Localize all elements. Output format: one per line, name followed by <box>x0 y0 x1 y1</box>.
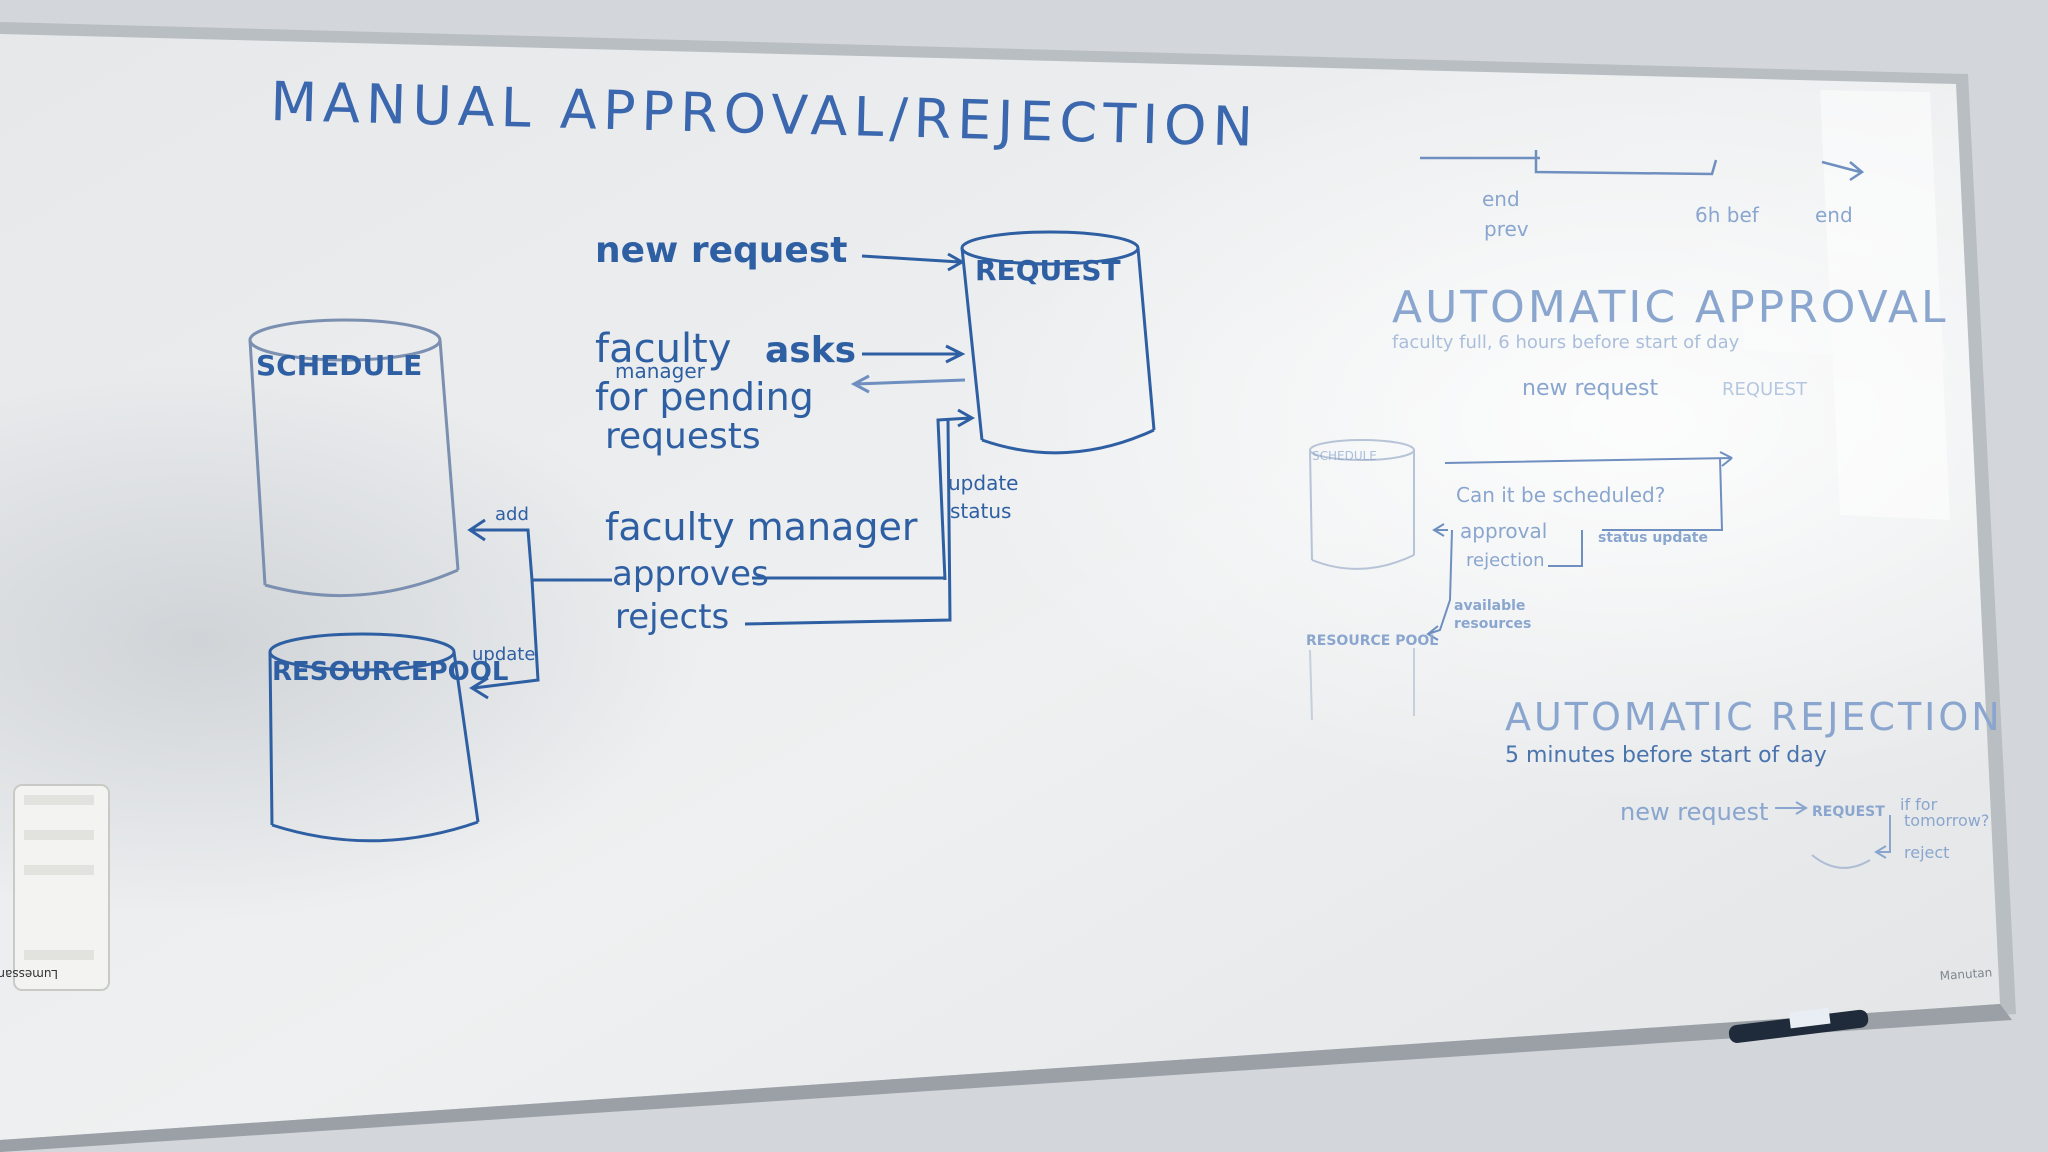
auto-approval-approval: approval <box>1460 519 1547 543</box>
marker <box>1728 1007 1869 1043</box>
end-label: end <box>1815 203 1853 227</box>
auto-approval-resourcepool-db <box>1309 648 1415 721</box>
board-brand: Manutan <box>1939 965 1992 983</box>
rejects-label: rejects <box>615 597 729 637</box>
can-it-be-scheduled: Can it be scheduled? <box>1456 483 1665 507</box>
auto-rejection-arrow <box>1775 801 1808 815</box>
available-resources-line1: available <box>1454 598 1525 614</box>
auto-rejection-request-db: REQUEST <box>1812 804 1885 820</box>
approves-label: approves <box>612 554 769 594</box>
timeline <box>1420 150 1865 182</box>
update-arrow <box>469 579 540 700</box>
faculty-asks-word2: asks <box>765 330 856 371</box>
auto-approval-branch <box>1426 523 1583 641</box>
auto-approval-request-db: REQUEST <box>1722 379 1808 400</box>
eraser-label: Lumessar <box>0 967 58 981</box>
schedule-db <box>248 318 460 598</box>
auto-approval-schedule-db <box>1309 439 1415 570</box>
auto-approval-subtitle: faculty full, 6 hours before start of da… <box>1392 332 1740 353</box>
auto-rejection-subtitle: 5 minutes before start of day <box>1505 743 1827 768</box>
rejects-line <box>744 419 952 626</box>
auto-rejection-reject: reject <box>1904 843 1949 862</box>
auto-rejection-title: AUTOMATIC REJECTION <box>1505 695 2003 739</box>
faculty-asks-word1: faculty <box>595 326 731 372</box>
auto-rejection-reject-arrow <box>1874 815 1891 859</box>
schedule-db-label: SCHEDULE <box>256 349 422 382</box>
update-status-arrow <box>936 408 976 581</box>
auto-rejection-request-cylinder <box>1811 854 1871 869</box>
auto-approval-title: AUTOMATIC APPROVAL <box>1392 282 1949 333</box>
manager-note: manager <box>615 359 706 383</box>
update-label: update <box>472 644 535 665</box>
if-for-line1: if for <box>1900 795 1938 814</box>
new-request-label: new request <box>595 230 847 271</box>
auto-approval-schedule-label: SCHEDULE <box>1312 449 1377 463</box>
request-db-label: REQUEST <box>975 254 1121 287</box>
faculty-manager-label: faculty manager <box>605 505 918 549</box>
six-h-bef-label: 6h bef <box>1695 203 1760 227</box>
auto-approval-loop <box>1444 451 1733 531</box>
auto-rejection-new-request: new request <box>1620 798 1768 826</box>
asks-arrow-right <box>862 344 966 364</box>
end-prev-line1: end <box>1482 187 1520 211</box>
for-pending-label: for pending <box>595 375 814 419</box>
resourcepool-db <box>268 632 480 843</box>
if-for-line2: tomorrow? <box>1904 811 1989 830</box>
add-arrow <box>467 518 612 582</box>
auto-approval-status-update: status update <box>1598 530 1708 546</box>
auto-approval-rejection: rejection <box>1466 550 1545 571</box>
eraser <box>13 784 110 991</box>
requests-label: requests <box>605 416 761 457</box>
resourcepool-db-label: RESOURCEPOOL <box>272 657 508 687</box>
auto-approval-new-request: new request <box>1522 376 1658 401</box>
update-status-line2: status <box>950 499 1011 523</box>
auto-approval-resource-pool: RESOURCE POOL <box>1306 633 1438 649</box>
add-label: add <box>495 504 529 525</box>
request-db <box>960 230 1156 455</box>
end-prev-line2: prev <box>1484 217 1529 241</box>
update-status-line1: update <box>948 471 1018 495</box>
available-resources-line2: resources <box>1454 616 1531 632</box>
asks-arrow-left <box>850 374 966 394</box>
